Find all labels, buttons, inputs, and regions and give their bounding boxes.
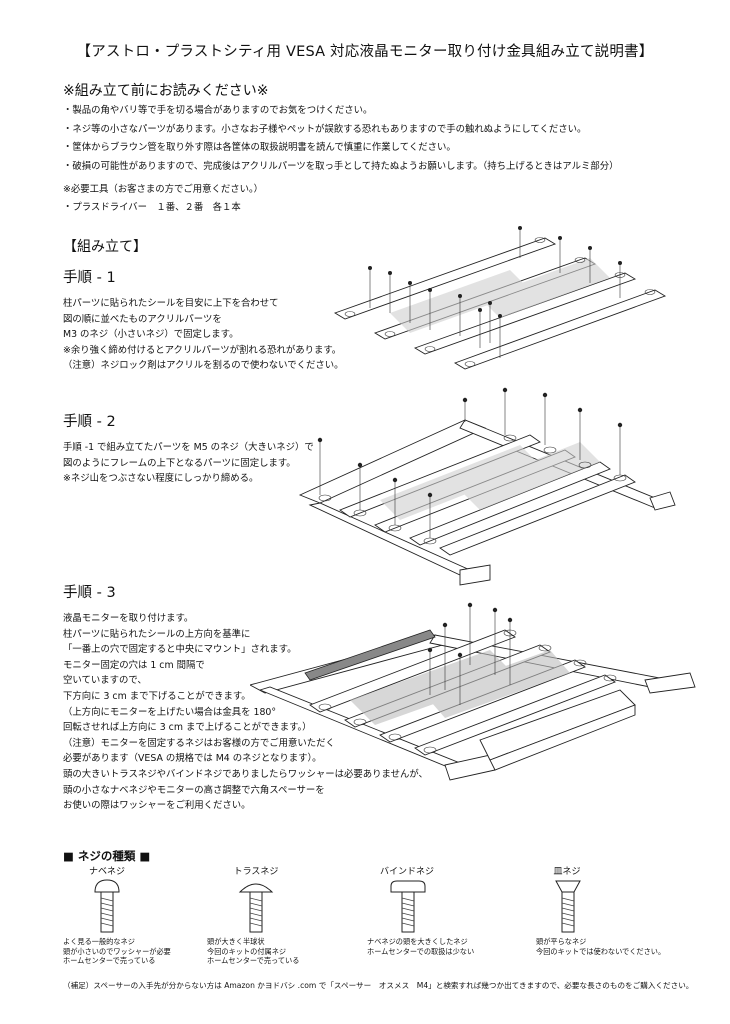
list-item: ・製品の角やバリ等で手を切る場合がありますのでお気をつけください。 bbox=[63, 105, 373, 116]
screw-name-flat: 皿ネジ bbox=[553, 867, 581, 877]
pre-read-heading: ※組み立て前にお読みください※ bbox=[63, 83, 269, 99]
text-line: 今回のキットでは使わないでください。 bbox=[536, 946, 666, 956]
text-line: ホームセンターでの取扱は少ない bbox=[367, 946, 475, 956]
text-line: ホームセンターで売っている bbox=[63, 956, 156, 966]
step-3-diagram bbox=[250, 602, 696, 781]
truss-screw-icon bbox=[238, 883, 274, 933]
text-line: 頭が平らなネジ bbox=[536, 937, 587, 946]
pan-screw-icon bbox=[94, 879, 120, 933]
binding-screw-icon bbox=[390, 880, 426, 933]
screw-desc-binding: ナベネジの頭を大きくしたネジ ホームセンターでの取扱は少ない bbox=[367, 937, 474, 956]
text-line: （上方向にモニターを上げたい場合は金具を 180° bbox=[63, 706, 277, 718]
screw-desc-truss: 頭が大きく半球状 今回のキットの付属ネジ ホームセンターで売っている bbox=[207, 937, 299, 966]
step-1-diagram bbox=[333, 226, 667, 370]
flat-screw-icon bbox=[555, 880, 581, 933]
text-line: 今回のキットの付属ネジ bbox=[207, 946, 287, 956]
text-line: 柱パーツに貼られたシールの上方向を基準に bbox=[63, 628, 251, 640]
text-line: 必要があります（VESA の規格では M4 のネジとなります）。 bbox=[63, 753, 322, 765]
text-line: 頭の小さなナベネジやモニターの高さ調整で六角スペーサーを bbox=[63, 784, 325, 796]
step-2-text: 手順 -1 で組み立てたパーツを M5 のネジ（大きいネジ）で 図のようにフレー… bbox=[63, 440, 314, 487]
text-line: （注意）ネジロック剤はアクリルを割るので使わないでください。 bbox=[63, 360, 344, 372]
text-line: 回転させれば上方向に 3 cm まで上げることができます。） bbox=[63, 722, 312, 734]
text-line: 「一番上の穴で固定すると中央にマウント」されます。 bbox=[63, 644, 297, 656]
document-title: 【アストロ・プラストシティ用 VESA 対応液晶モニター取り付け金具組み立て説明… bbox=[76, 44, 654, 60]
text-line: 下方向に 3 cm まで下げることができます。 bbox=[63, 690, 251, 702]
pre-read-list: ・製品の角やバリ等で手を切る場合がありますのでお気をつけください。 ・ネジ等の小… bbox=[63, 102, 618, 176]
text-line: 頭が小さいのでワッシャーが必要 bbox=[63, 946, 171, 956]
screw-name-truss: トラスネジ bbox=[233, 867, 279, 877]
screw-name-pan: ナベネジ bbox=[88, 867, 125, 877]
step-3-text: 液晶モニターを取り付けます。 柱パーツに貼られたシールの上方向を基準に 「一番上… bbox=[63, 611, 428, 814]
text-line: 頭が大きく半球状 bbox=[207, 937, 265, 946]
screw-types-heading: ■ ネジの種類 ■ bbox=[63, 849, 151, 863]
step-2-diagram bbox=[298, 387, 676, 586]
text-line: よく見る一般的なネジ bbox=[63, 937, 135, 946]
text-line: 図の順に並べたものアクリルパーツを bbox=[63, 313, 222, 325]
text-line: 手順 -1 で組み立てたパーツを M5 のネジ（大きいネジ）で bbox=[63, 442, 314, 453]
text-line: ホームセンターで売っている bbox=[207, 956, 300, 966]
list-item: ・筐体からブラウン管を取り外す際は各筐体の取扱説明書を読んで慎重に作業してくださ… bbox=[63, 142, 456, 154]
screw-name-binding: バインドネジ bbox=[379, 867, 434, 877]
text-line: M3 のネジ（小さいネジ）で固定します。 bbox=[63, 329, 239, 341]
text-line: ナベネジの頭を大きくしたネジ bbox=[367, 937, 468, 946]
text-line: 図のようにフレームの上下となるパーツに固定します。 bbox=[63, 457, 296, 469]
text-line: お使いの際はワッシャーをご利用ください。 bbox=[63, 800, 251, 812]
text-line: 頭の大きいトラスネジやバインドネジでありましたらワッシャーは必要ありませんが、 bbox=[63, 768, 428, 780]
step-1-text: 柱パーツに貼られたシールを目安に上下を合わせて 図の順に並べたものアクリルパーツ… bbox=[63, 296, 344, 374]
tools-heading: ※必要工具（お客さまの方でご用意ください。） bbox=[63, 184, 264, 195]
screw-desc-pan: よく見る一般的なネジ 頭が小さいのでワッシャーが必要 ホームセンターで売っている bbox=[63, 937, 171, 966]
list-item: ・ネジ等の小さなパーツがあります。小さなお子様やペットが誤飲する恐れもありますの… bbox=[63, 123, 587, 135]
step-3-title: 手順 - 3 bbox=[63, 585, 116, 601]
text-line: 柱パーツに貼られたシールを目安に上下を合わせて bbox=[63, 298, 279, 309]
tools-item: ・プラスドライバー １番、２番 各１本 bbox=[63, 202, 241, 213]
text-line: ※ネジ山をつぶさない程度にしっかり締める。 bbox=[63, 473, 259, 485]
text-line: 空いていますので、 bbox=[63, 675, 147, 687]
list-item: ・破損の可能性がありますので、完成後はアクリルパーツを取っ手として持たぬようお願… bbox=[63, 160, 619, 172]
text-line: ※余り強く締め付けるとアクリルパーツが割れる恐れがあります。 bbox=[63, 344, 342, 356]
text-line: （注意）モニターを固定するネジはお客様の方でご用意いただく bbox=[63, 737, 335, 749]
assembly-heading: 【組み立て】 bbox=[63, 239, 147, 255]
text-line: モニター固定の穴は 1 cm 間隔で bbox=[63, 659, 205, 671]
step-1-title: 手順 - 1 bbox=[63, 270, 116, 286]
footnote: （補足）スペーサーの入手先が分からない方は Amazon かヨドバシ .com … bbox=[63, 981, 694, 990]
text-line: 液晶モニターを取り付けます。 bbox=[63, 613, 194, 624]
step-2-title: 手順 - 2 bbox=[63, 414, 116, 430]
screw-desc-flat: 頭が平らなネジ 今回のキットでは使わないでください。 bbox=[536, 937, 665, 956]
